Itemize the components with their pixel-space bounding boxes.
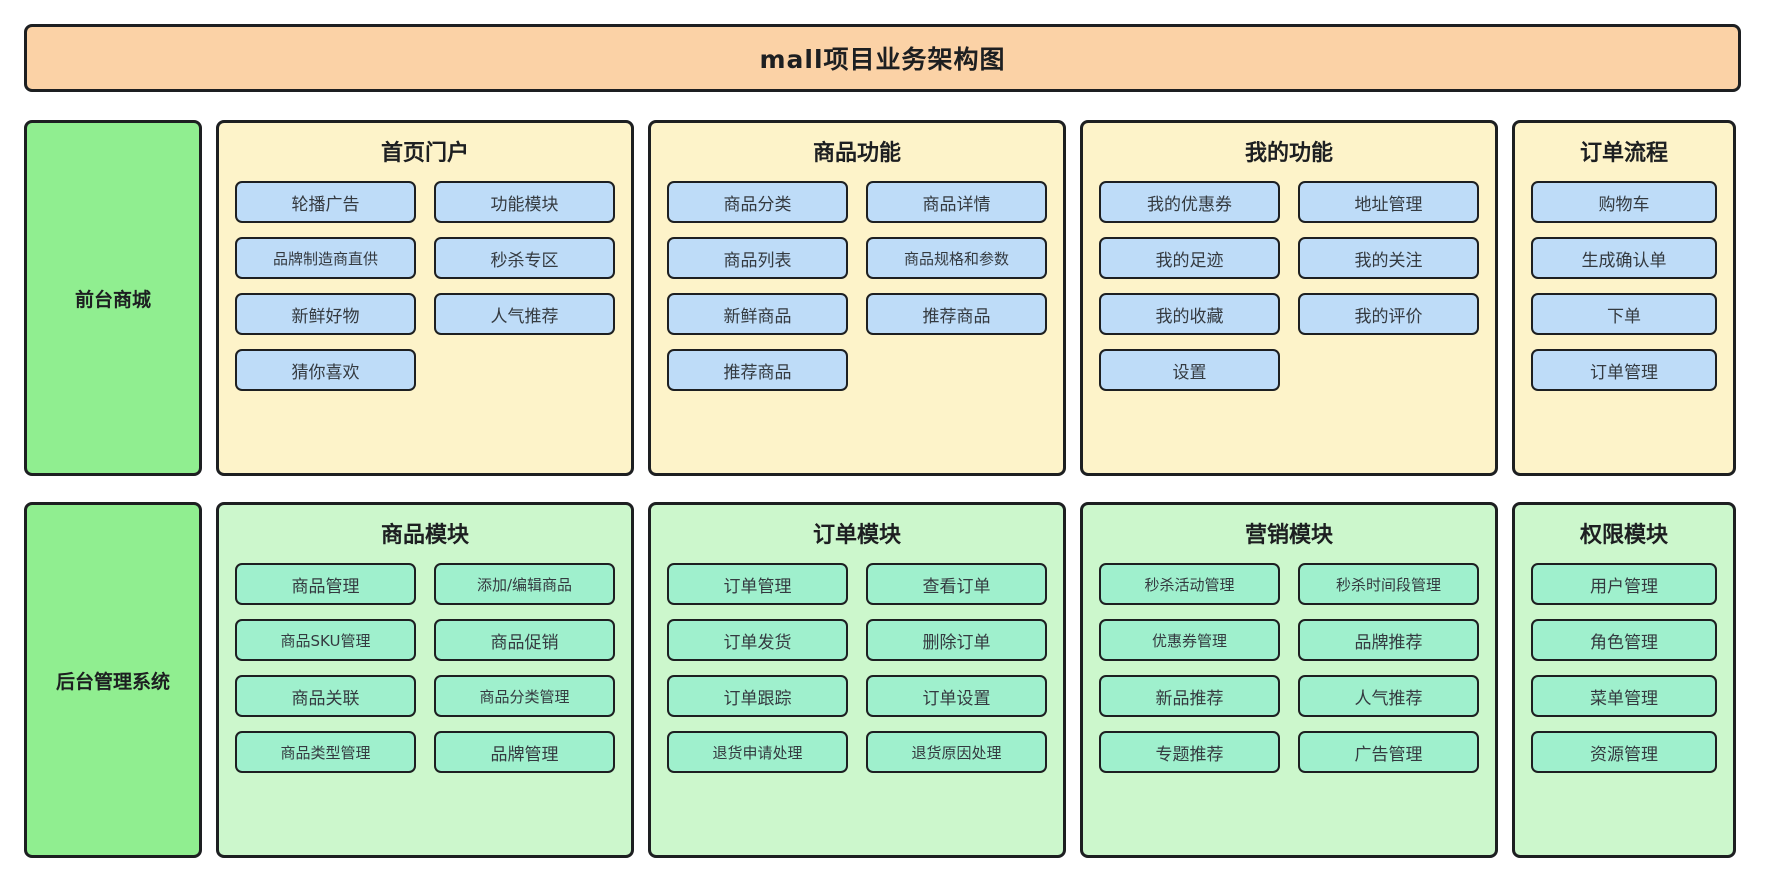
chip-om-manage[interactable]: 订单管理 [667, 563, 848, 605]
chip-list-marketing-module: 秒杀活动管理 秒杀时间段管理 优惠券管理 品牌推荐 新品推荐 人气推荐 专题推荐… [1099, 563, 1479, 841]
chip-list-home-portal: 轮播广告 功能模块 品牌制造商直供 秒杀专区 新鲜好物 人气推荐 猜你喜欢 [235, 181, 615, 459]
chip-om-ship[interactable]: 订单发货 [667, 619, 848, 661]
chip-home-modules[interactable]: 功能模块 [434, 181, 615, 223]
chip-product-detail[interactable]: 商品详情 [866, 181, 1047, 223]
chip-mm-flashsale-session[interactable]: 秒杀时间段管理 [1298, 563, 1479, 605]
chip-mm-brand-recommend[interactable]: 品牌推荐 [1298, 619, 1479, 661]
chip-my-address[interactable]: 地址管理 [1298, 181, 1479, 223]
chip-am-resource[interactable]: 资源管理 [1531, 731, 1717, 773]
chip-product-fresh[interactable]: 新鲜商品 [667, 293, 848, 335]
chip-om-view[interactable]: 查看订单 [866, 563, 1047, 605]
group-product-module: 商品模块 商品管理 添加/编辑商品 商品SKU管理 商品促销 商品关联 商品分类… [216, 502, 634, 858]
chip-mm-hot-recommend[interactable]: 人气推荐 [1298, 675, 1479, 717]
group-title-marketing-module: 营销模块 [1244, 523, 1333, 548]
chip-my-settings[interactable]: 设置 [1099, 349, 1280, 391]
diagram-title: mall项目业务架构图 [24, 24, 1741, 92]
chip-order-cart[interactable]: 购物车 [1531, 181, 1717, 223]
chip-pm-sku[interactable]: 商品SKU管理 [235, 619, 416, 661]
chip-pm-manage[interactable]: 商品管理 [235, 563, 416, 605]
chip-my-following[interactable]: 我的关注 [1298, 237, 1479, 279]
chip-product-recommend-2[interactable]: 推荐商品 [667, 349, 848, 391]
chip-home-guess-like[interactable]: 猜你喜欢 [235, 349, 416, 391]
chip-mm-flashsale-activity[interactable]: 秒杀活动管理 [1099, 563, 1280, 605]
chip-am-role[interactable]: 角色管理 [1531, 619, 1717, 661]
chip-om-return-apply[interactable]: 退货申请处理 [667, 731, 848, 773]
chip-product-specs[interactable]: 商品规格和参数 [866, 237, 1047, 279]
group-title-my-features: 我的功能 [1244, 141, 1333, 166]
chip-home-brand-direct[interactable]: 品牌制造商直供 [235, 237, 416, 279]
side-label-backend: 后台管理系统 [24, 502, 202, 858]
chip-am-user[interactable]: 用户管理 [1531, 563, 1717, 605]
group-title-order-flow: 订单流程 [1579, 141, 1668, 166]
chip-om-settings[interactable]: 订单设置 [866, 675, 1047, 717]
side-label-frontend: 前台商城 [24, 120, 202, 476]
chip-mm-coupon[interactable]: 优惠券管理 [1099, 619, 1280, 661]
group-marketing-module: 营销模块 秒杀活动管理 秒杀时间段管理 优惠券管理 品牌推荐 新品推荐 人气推荐… [1080, 502, 1498, 858]
chip-home-flashsale[interactable]: 秒杀专区 [434, 237, 615, 279]
chip-mm-topic-recommend[interactable]: 专题推荐 [1099, 731, 1280, 773]
group-order-module: 订单模块 订单管理 查看订单 订单发货 删除订单 订单跟踪 订单设置 退货申请处… [648, 502, 1066, 858]
frontend-row: 前台商城 首页门户 轮播广告 功能模块 品牌制造商直供 秒杀专区 新鲜好物 人气… [24, 120, 1741, 476]
chip-pm-add-edit[interactable]: 添加/编辑商品 [434, 563, 615, 605]
group-order-flow: 订单流程 购物车 生成确认单 下单 订单管理 [1512, 120, 1736, 476]
chip-pm-promotion[interactable]: 商品促销 [434, 619, 615, 661]
group-permission-module: 权限模块 用户管理 角色管理 菜单管理 资源管理 [1512, 502, 1736, 858]
chip-order-manage[interactable]: 订单管理 [1531, 349, 1717, 391]
chip-my-reviews[interactable]: 我的评价 [1298, 293, 1479, 335]
chip-mm-new-recommend[interactable]: 新品推荐 [1099, 675, 1280, 717]
chip-my-coupons[interactable]: 我的优惠券 [1099, 181, 1280, 223]
chip-list-permission-module: 用户管理 角色管理 菜单管理 资源管理 [1531, 563, 1717, 841]
group-title-permission-module: 权限模块 [1579, 523, 1668, 548]
chip-pm-relation[interactable]: 商品关联 [235, 675, 416, 717]
chip-order-confirm[interactable]: 生成确认单 [1531, 237, 1717, 279]
group-title-order-module: 订单模块 [812, 523, 901, 548]
chip-mm-ad-manage[interactable]: 广告管理 [1298, 731, 1479, 773]
backend-row: 后台管理系统 商品模块 商品管理 添加/编辑商品 商品SKU管理 商品促销 商品… [24, 502, 1741, 858]
group-product-features: 商品功能 商品分类 商品详情 商品列表 商品规格和参数 新鲜商品 推荐商品 推荐… [648, 120, 1066, 476]
group-title-product-module: 商品模块 [380, 523, 469, 548]
chip-my-favorites[interactable]: 我的收藏 [1099, 293, 1280, 335]
chip-pm-category[interactable]: 商品分类管理 [434, 675, 615, 717]
chip-home-carousel[interactable]: 轮播广告 [235, 181, 416, 223]
chip-product-category[interactable]: 商品分类 [667, 181, 848, 223]
chip-am-menu[interactable]: 菜单管理 [1531, 675, 1717, 717]
chip-pm-brand[interactable]: 品牌管理 [434, 731, 615, 773]
chip-om-track[interactable]: 订单跟踪 [667, 675, 848, 717]
chip-home-fresh[interactable]: 新鲜好物 [235, 293, 416, 335]
group-title-product-features: 商品功能 [812, 141, 901, 166]
chip-om-return-reason[interactable]: 退货原因处理 [866, 731, 1047, 773]
chip-pm-type[interactable]: 商品类型管理 [235, 731, 416, 773]
group-home-portal: 首页门户 轮播广告 功能模块 品牌制造商直供 秒杀专区 新鲜好物 人气推荐 猜你… [216, 120, 634, 476]
chip-list-my-features: 我的优惠券 地址管理 我的足迹 我的关注 我的收藏 我的评价 设置 [1099, 181, 1479, 459]
chip-list-product-features: 商品分类 商品详情 商品列表 商品规格和参数 新鲜商品 推荐商品 推荐商品 [667, 181, 1047, 459]
group-my-features: 我的功能 我的优惠券 地址管理 我的足迹 我的关注 我的收藏 我的评价 设置 [1080, 120, 1498, 476]
group-title-home-portal: 首页门户 [380, 141, 469, 166]
chip-om-delete[interactable]: 删除订单 [866, 619, 1047, 661]
chip-list-order-flow: 购物车 生成确认单 下单 订单管理 [1531, 181, 1717, 459]
chip-my-footprint[interactable]: 我的足迹 [1099, 237, 1280, 279]
chip-product-list[interactable]: 商品列表 [667, 237, 848, 279]
chip-order-place[interactable]: 下单 [1531, 293, 1717, 335]
chip-list-order-module: 订单管理 查看订单 订单发货 删除订单 订单跟踪 订单设置 退货申请处理 退货原… [667, 563, 1047, 841]
chip-home-popular[interactable]: 人气推荐 [434, 293, 615, 335]
chip-list-product-module: 商品管理 添加/编辑商品 商品SKU管理 商品促销 商品关联 商品分类管理 商品… [235, 563, 615, 841]
chip-product-recommend[interactable]: 推荐商品 [866, 293, 1047, 335]
